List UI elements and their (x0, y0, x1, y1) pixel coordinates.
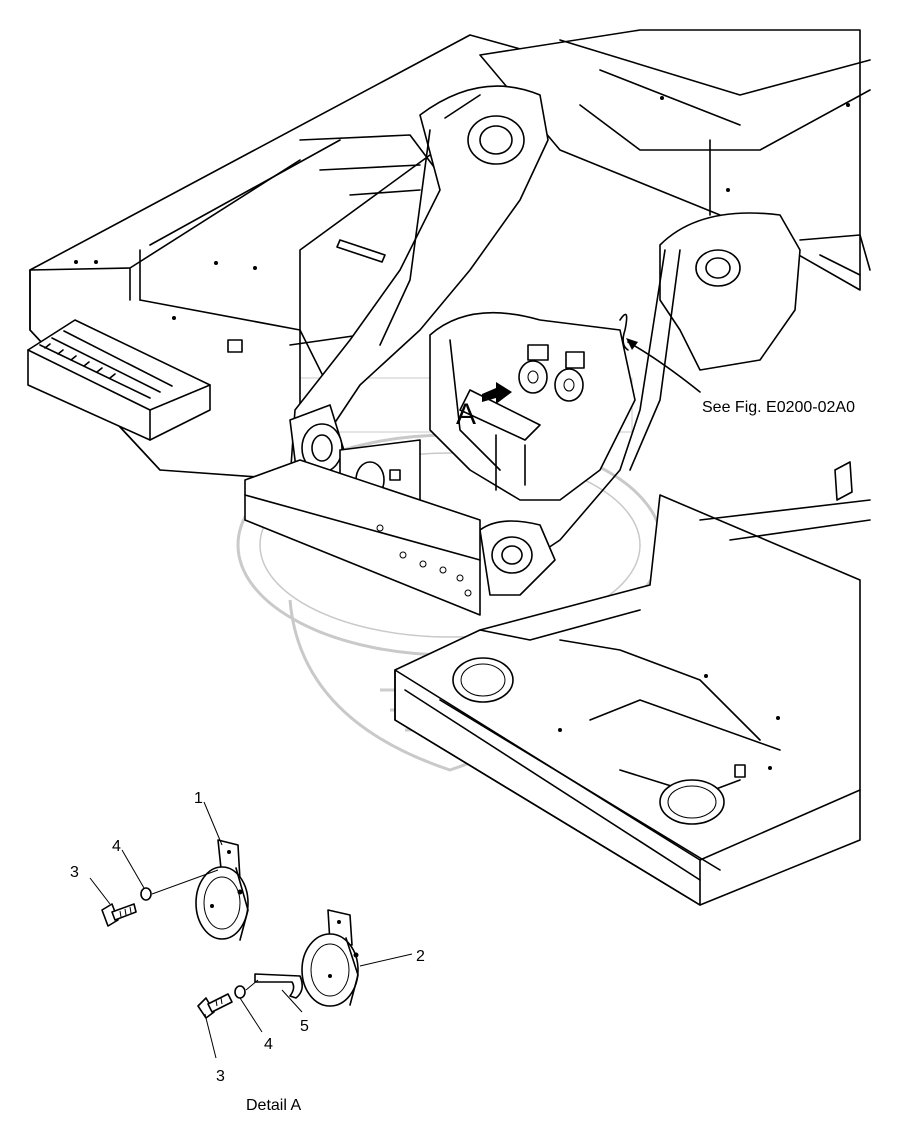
callout-4-top: 4 (112, 838, 121, 855)
horn-1 (195, 839, 249, 941)
callout-3-top: 3 (70, 864, 79, 881)
callout-2: 2 (416, 948, 425, 965)
view-arrow-icon (482, 382, 512, 404)
bolt-bottom (197, 993, 233, 1019)
callout-1: 1 (194, 790, 203, 807)
bolt-top (101, 903, 137, 927)
washer-bottom (234, 985, 246, 999)
horn-assembly-view (518, 344, 585, 402)
detail-a (89, 801, 413, 1059)
reference-leader (626, 338, 701, 393)
horn-2 (301, 909, 359, 1007)
detail-caption: Detail A (246, 1097, 301, 1114)
washer-top (140, 887, 152, 901)
view-marker: A (456, 398, 476, 431)
callout-3-bottom: 3 (216, 1068, 225, 1085)
callout-5: 5 (300, 1018, 309, 1035)
clamp-5 (254, 973, 304, 999)
lower-frame (244, 459, 871, 906)
callout-4-bottom: 4 (264, 1036, 273, 1053)
step (27, 319, 211, 441)
reference-note: See Fig. E0200-02A0 (702, 399, 855, 416)
